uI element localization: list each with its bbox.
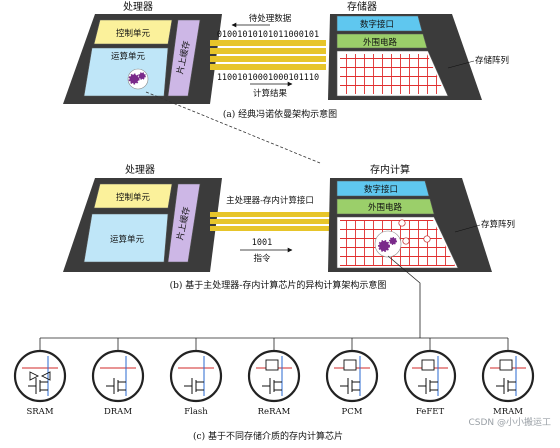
cell-label: SRAM [26,407,53,417]
cell-label: PCM [342,407,363,417]
cell-dram: DRAM [91,349,145,417]
dashed-connector [145,91,321,164]
data-pending-label: 待处理数据 [249,13,292,24]
bits-bottom-a: 11001010001000101110 [217,73,319,83]
memory-title-a: 存储器 [347,0,377,13]
processor-title-b: 处理器 [125,164,155,176]
compute-unit-a: 运算单元 [111,51,146,62]
cell-label: FeFET [416,407,445,417]
digital-interface-a: 数字接口 [360,19,394,30]
cell-label: Flash [184,407,208,417]
caption-c: (c) 基于不同存储介质的存内计算芯片 [193,430,343,442]
cell-pcm: PCM [325,349,379,417]
data-bus-a [210,40,326,70]
digital-interface-a-box [336,15,423,32]
control-unit-a-box [93,19,173,45]
control-unit-b-box [93,183,173,209]
bits-b: 1001 [252,238,272,248]
gear-icon-b [374,230,402,258]
cache-b-box [167,183,201,263]
peripheral-b-box [336,198,435,215]
processor-title-a: 处理器 [123,1,153,13]
cell-label: MRAM [493,407,523,417]
cell-reram: ReRAM [247,349,301,417]
cell-flash: Flash [169,349,223,417]
peripheral-circuit-a: 外围电路 [363,37,398,48]
cache-a-box [167,19,201,97]
storage-array-b-label: 存算阵列 [481,219,515,230]
cell-sram: SRAM [13,349,67,417]
cell-label: DRAM [104,407,132,417]
data-bus-b [210,212,330,231]
gear-icon [127,68,149,90]
cell-fefet: FeFET [403,349,457,417]
watermark: CSDN @小小搬运工 [468,416,551,428]
compute-unit-b-box [83,213,169,263]
digital-interface-b-box [336,180,430,197]
cim-title-b: 存内计算 [370,163,410,176]
cell-mram: MRAM [481,349,535,417]
caption-a: (a) 经典冯诺依曼架构示意图 [223,108,337,120]
control-unit-b: 控制单元 [116,192,151,203]
result-label-a: 计算结果 [253,88,288,99]
panel-a: 处理器 存储器 控制单元 运算单元 片上缓存 待处理数据 01001010101… [63,0,509,120]
adder-icon [398,219,431,245]
tree-drops [39,338,509,351]
cell-label: ReRAM [258,407,291,417]
digital-interface-b: 数字接口 [364,184,398,195]
control-unit-a: 控制单元 [116,28,151,39]
storage-array-a-label: 存储阵列 [475,55,509,66]
panel-b: 处理器 存内计算 控制单元 运算单元 片上缓存 主处理器-存内计算接口 1001… [63,163,515,291]
compute-unit-b: 运算单元 [110,234,145,245]
caption-b: (b) 基于主处理器-存内计算芯片的异构计算架构示意图 [170,279,387,291]
interface-label-b: 主处理器-存内计算接口 [226,195,314,206]
panel-c: SRAM DRAM Flash ReRAM PCM FeFET MRAM [13,349,535,417]
instruction-b: 指令 [253,253,271,264]
peripheral-a-box [336,33,428,49]
bits-top-a: 01001010101011000101 [217,30,319,40]
peripheral-circuit-b: 外围电路 [368,202,403,213]
